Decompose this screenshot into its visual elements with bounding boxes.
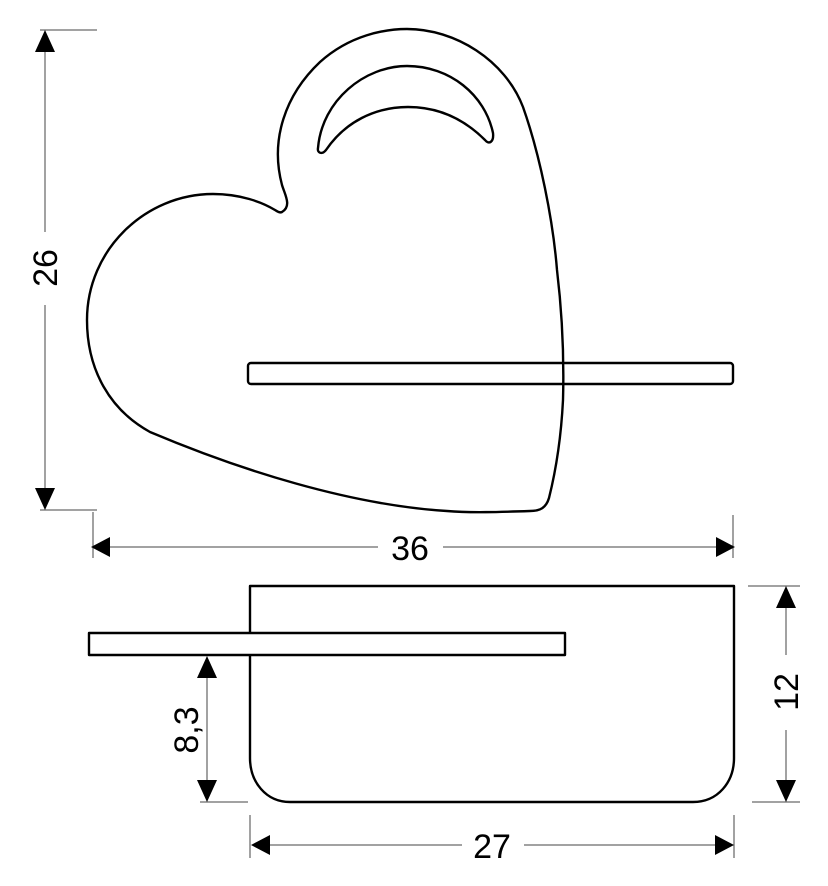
heart-outline: [85, 27, 565, 514]
height-label: 26: [27, 249, 65, 287]
arrow-left-icon: [251, 835, 270, 855]
arrow-up-icon: [35, 30, 55, 52]
arrow-down-icon: [197, 780, 217, 802]
dimension-depth-12: 12: [748, 585, 806, 803]
crescent-cutout: [316, 64, 495, 155]
shelf-side: [87, 631, 567, 657]
arrow-up-icon: [197, 656, 217, 678]
side-body-outline: [248, 584, 736, 804]
arrow-right-icon: [716, 537, 735, 557]
shelf-front: [246, 361, 735, 386]
arrow-down-icon: [776, 780, 796, 802]
dimension-shelf-height-8-3: 8,3: [168, 656, 248, 803]
arrow-down-icon: [35, 488, 55, 510]
dimension-width-27: 27: [249, 815, 735, 866]
side-width-label: 27: [473, 828, 511, 866]
arrow-left-icon: [91, 537, 110, 557]
width-label: 36: [391, 530, 429, 568]
arrow-right-icon: [715, 835, 734, 855]
arrow-up-icon: [776, 586, 796, 608]
shelf-height-label: 8,3: [168, 706, 206, 753]
depth-label: 12: [768, 673, 806, 711]
dimension-width-36: 36: [91, 512, 735, 568]
dimension-height-26: 26: [27, 29, 97, 511]
